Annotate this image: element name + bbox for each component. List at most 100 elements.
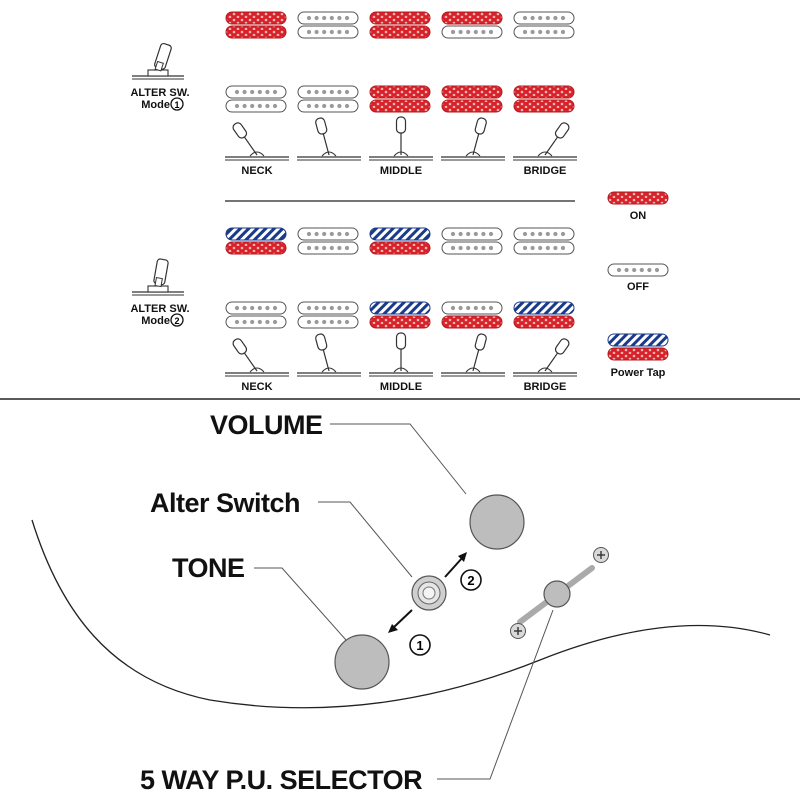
mode-1-row-1-pickup-5-coil-top xyxy=(513,11,575,25)
mode-2-row-1-pickup-3-coil-top xyxy=(369,227,431,241)
mode-1-row-1-pickup-4-coil-top xyxy=(441,11,503,25)
mode-1-row-1-pickup-2-coil-bottom xyxy=(297,25,359,39)
mode-2-row-2-pickup-2 xyxy=(297,301,359,329)
mode-1-row-1-pickup-2-coil-top xyxy=(297,11,359,25)
mode-2-row-1-pickup-3-coil-bottom xyxy=(369,241,431,255)
selector-screw-bottom xyxy=(510,623,526,639)
mode-2-position-label-middle: MIDDLE xyxy=(380,381,422,393)
svg-text:2: 2 xyxy=(174,316,179,326)
legend-label-off: OFF xyxy=(627,281,649,293)
arrow-mode-1 xyxy=(388,609,413,633)
mode-1-row-1-pickup-3 xyxy=(369,11,431,39)
legend-item-off: OFF xyxy=(607,263,669,293)
mode-2-row-1-pickup-1-coil-top xyxy=(225,227,287,241)
mode-1-row-1-pickup-1-coil-top xyxy=(225,11,287,25)
mode-2-row-1-pickup-3 xyxy=(369,227,431,255)
mode-1-row-2-pickup-1 xyxy=(225,85,287,113)
mode-1-row-2-pickup-4-coil-top xyxy=(441,85,503,99)
mode-1-selector-position-4 xyxy=(441,117,505,161)
legend: ON OFF Power Tap xyxy=(607,191,669,379)
mode-2-row-2-pickup-5-coil-bottom xyxy=(513,315,575,329)
mode-2-alter-label: ALTER SW. xyxy=(130,303,189,315)
mode-1-row-1-pickup-4 xyxy=(441,11,503,39)
selector-screw-top xyxy=(593,547,609,563)
mode-1-position-label-bridge: BRIDGE xyxy=(524,165,567,177)
legend-item-tap: Power Tap xyxy=(607,333,669,379)
mode-1-selector-position-5 xyxy=(513,122,577,161)
mode-2-row-2-pickup-1-coil-bottom xyxy=(225,315,287,329)
mode-1-row-2-pickup-1-coil-bottom xyxy=(225,99,287,113)
mode-1-row-2-pickup-2 xyxy=(297,85,359,113)
arrow-2-number: 2 xyxy=(467,573,474,588)
volume-knob[interactable] xyxy=(469,494,525,550)
legend-coil-tap-top xyxy=(607,333,669,347)
mode-2-row-2-pickup-5-coil-top xyxy=(513,301,575,315)
mode-1-row-2-pickup-1-coil-top xyxy=(225,85,287,99)
mode-2-selector-position-1 xyxy=(225,338,289,377)
mode-2-selector-position-5 xyxy=(513,338,577,377)
mode-2-row-2-pickup-5 xyxy=(513,301,575,329)
mode-2-row-2-pickup-1-coil-top xyxy=(225,301,287,315)
legend-item-on: ON xyxy=(607,191,669,222)
mode-2-row-2-pickup-2-coil-bottom xyxy=(297,315,359,329)
alter-switch[interactable] xyxy=(411,575,447,611)
arrow-2-badge: 2 xyxy=(460,569,482,591)
selector-leader xyxy=(437,609,554,780)
mode-1-row-2-pickup-2-coil-bottom xyxy=(297,99,359,113)
mode-2-alter-switch-icon xyxy=(132,258,184,296)
mode-2-selector-position-2 xyxy=(297,333,361,377)
mode-1-selector-position-2 xyxy=(297,117,361,161)
mode-2-row-1-pickup-4 xyxy=(441,227,503,255)
arrow-1-number: 1 xyxy=(416,638,423,653)
mode-1-position-label-neck: NECK xyxy=(241,165,272,177)
svg-text:Mode: Mode xyxy=(141,315,170,327)
svg-text:Mode: Mode xyxy=(141,99,170,111)
mode-1-row-1-pickup-2 xyxy=(297,11,359,39)
mode-1-mode-label: Mode 1 xyxy=(141,97,184,111)
mode-1-row-2-pickup-3-coil-bottom xyxy=(369,99,431,113)
mode-2-row-2-pickup-4-coil-top xyxy=(441,301,503,315)
tone-knob[interactable] xyxy=(334,634,390,690)
volume-label: VOLUME xyxy=(210,410,323,440)
mode-2-selector-position-4 xyxy=(441,333,505,377)
mode-2-row-2-pickup-3-coil-top xyxy=(369,301,431,315)
mode-1-alter-switch-icon xyxy=(132,42,184,80)
alter-switch-leader xyxy=(318,501,413,578)
mode-1-row-1-pickup-3-coil-top xyxy=(369,11,431,25)
svg-text:1: 1 xyxy=(174,100,179,110)
mode-1-row-1-pickup-1-coil-bottom xyxy=(225,25,287,39)
mode-2-row-1-pickup-5 xyxy=(513,227,575,255)
mode-1-row-1-pickup-5-coil-bottom xyxy=(513,25,575,39)
mode-2-row-1-pickup-5-coil-bottom xyxy=(513,241,575,255)
five-way-selector[interactable] xyxy=(517,565,595,625)
mode-2-row-2-pickup-2-coil-top xyxy=(297,301,359,315)
arrow-1-badge: 1 xyxy=(409,634,431,656)
mode-2-row-2-pickup-3 xyxy=(369,301,431,329)
selector-label: 5 WAY P.U. SELECTOR xyxy=(140,765,422,795)
mode-1-row-2-pickup-4-coil-bottom xyxy=(441,99,503,113)
mode-2-row-1-pickup-2-coil-top xyxy=(297,227,359,241)
mode-1-selector-position-3 xyxy=(369,116,433,161)
arrow-mode-2 xyxy=(444,552,467,578)
mode-2-selector-position-3 xyxy=(369,332,433,377)
mode-1-row-2-pickup-5-coil-bottom xyxy=(513,99,575,113)
mode-2-row-2-pickup-3-coil-bottom xyxy=(369,315,431,329)
mode-2-row-1-pickup-4-coil-top xyxy=(441,227,503,241)
mode-1-row-2-pickup-3-coil-top xyxy=(369,85,431,99)
legend-coil-off xyxy=(607,263,669,277)
mode-2-row-1-pickup-5-coil-top xyxy=(513,227,575,241)
mode-2-mode-label: Mode 2 xyxy=(141,313,184,327)
mode-2-row-1-pickup-4-coil-bottom xyxy=(441,241,503,255)
volume-leader xyxy=(330,423,467,495)
guitar-body-outline xyxy=(31,519,771,709)
alter-switch-label: Alter Switch xyxy=(150,488,300,518)
legend-coil-on xyxy=(607,191,669,205)
mode-1-row-1-pickup-1 xyxy=(225,11,287,39)
mode-1-row-2-pickup-2-coil-top xyxy=(297,85,359,99)
mode-2-row-2-pickup-4 xyxy=(441,301,503,329)
mode-2-row-1-pickup-2 xyxy=(297,227,359,255)
